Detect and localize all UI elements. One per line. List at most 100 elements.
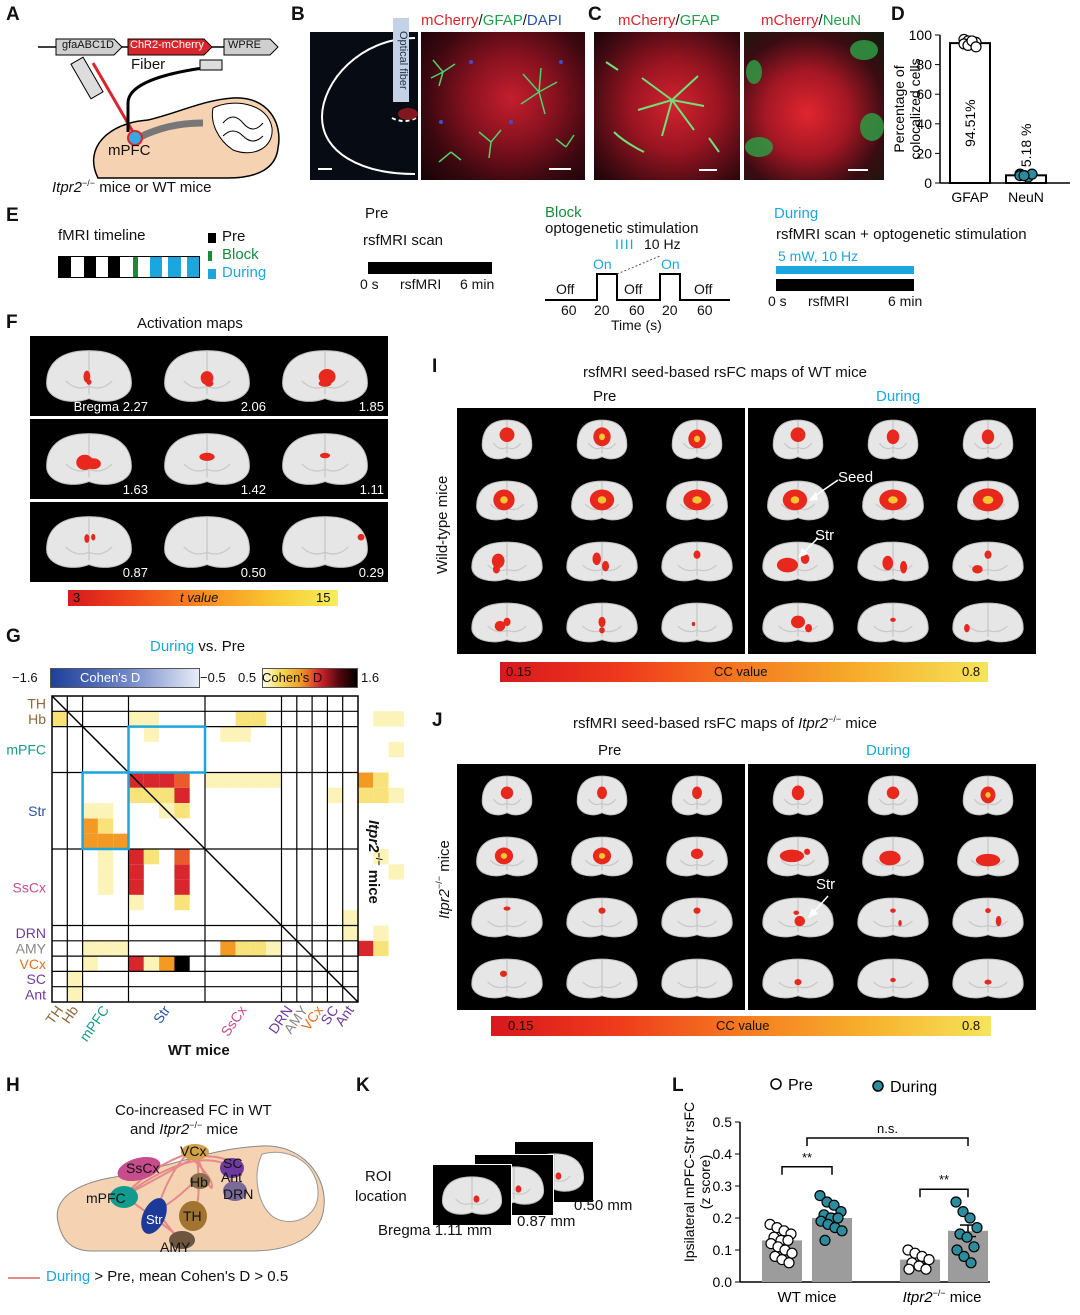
rsfc-slice <box>944 766 1032 824</box>
matrix-row-label: Hb <box>28 711 46 727</box>
coronal-section <box>471 541 543 582</box>
matrix-cell <box>143 849 160 865</box>
legend-block-swatch <box>208 251 212 261</box>
panel-c-left-title: mCherry/GFAP <box>618 12 720 29</box>
bregma-label: 0.50 <box>240 565 266 580</box>
x-tick-label-ko: Itpr2−/− mice <box>903 1288 982 1306</box>
panel-i-pre: Pre <box>593 388 617 405</box>
coronal-section <box>671 775 723 816</box>
matrix-cell <box>143 726 160 742</box>
block-time-axis: Time (s) <box>611 317 662 333</box>
coronal-section <box>952 897 1024 938</box>
matrix-cell <box>82 803 98 819</box>
block-title: Block <box>545 204 582 221</box>
ko-during-rsfc-grid <box>748 764 1036 1010</box>
data-point <box>783 1257 795 1269</box>
rsfc-slice <box>849 410 937 468</box>
coronal-section <box>282 350 368 402</box>
rsfc-slice <box>849 949 937 1007</box>
neg-cbar-label: Cohen's D <box>80 670 141 685</box>
fiber-label: Fiber <box>131 56 166 73</box>
coronal-section <box>762 897 834 938</box>
panel-h-title-1: Co-increased FC in WT <box>115 1102 272 1119</box>
rsfc-slice <box>944 827 1032 885</box>
legend-pre-label: Pre <box>788 1077 813 1094</box>
data-point <box>968 1241 980 1253</box>
matrix-cell <box>67 986 83 1002</box>
data-point <box>957 1206 969 1218</box>
rsfc-slice <box>558 888 646 946</box>
rsfc-slice <box>754 532 842 590</box>
rsfc-slice <box>558 766 646 824</box>
coronal-section <box>962 419 1014 460</box>
h-region-vcx: VCx <box>180 1143 207 1159</box>
optical-fiber-label: Optical fiber <box>393 18 409 102</box>
rsfc-slice <box>944 410 1032 468</box>
rsfc-slice <box>463 888 551 946</box>
matrix-row-label: mPFC <box>6 742 46 758</box>
t-value-colorbar <box>68 590 338 606</box>
rsfc-slice <box>754 410 842 468</box>
x-tick-label: GFAP <box>951 189 988 205</box>
rsfc-slice <box>849 471 937 529</box>
matrix-cell <box>82 818 98 834</box>
y-tick-label: 0.2 <box>713 1210 733 1226</box>
matrix-cell <box>358 940 374 957</box>
gfap-micrograph <box>594 32 740 180</box>
coronal-section <box>857 958 929 999</box>
block-state-2: On <box>593 256 612 272</box>
rsfc-slice <box>944 532 1032 590</box>
matrix-cell <box>373 925 389 941</box>
block-duration-2: 20 <box>594 302 610 318</box>
annotation-arrow-ko <box>808 895 829 918</box>
matrix-cell <box>143 956 160 972</box>
panel-a: gfaABC1D ChR2-mCherry WPRE Fiber mPFC It… <box>28 28 288 204</box>
pre-scan-bar <box>368 262 492 274</box>
cc-cbar-j-min: 0.15 <box>508 1018 534 1033</box>
coronal-section <box>282 433 368 485</box>
activation-slice <box>272 338 378 419</box>
rsfc-slice <box>653 888 741 946</box>
panel-c-right-title: mCherry/NeuN <box>761 12 862 29</box>
roi-label-1: ROI <box>365 1168 392 1185</box>
pre-title: Pre <box>365 205 389 222</box>
coronal-section <box>476 836 538 877</box>
str-annotation-ko: Str <box>816 876 836 893</box>
coronal-section <box>661 958 733 999</box>
bregma-label: 2.06 <box>240 399 266 414</box>
bregma-label: 1.63 <box>122 482 148 497</box>
coronal-section <box>857 541 929 582</box>
data-point <box>782 1234 794 1246</box>
x-tick-label-wt: WT mice <box>778 1289 837 1306</box>
rsfc-slice <box>653 949 741 1007</box>
matrix-cell <box>220 940 236 957</box>
activation-slice <box>36 421 142 502</box>
matrix-cell <box>128 879 144 895</box>
rsfc-slice <box>754 766 842 824</box>
rsfc-slice <box>463 471 551 529</box>
panel-label-e: E <box>6 205 19 226</box>
panel-h-title-2: and Itpr2−/− mice <box>130 1120 239 1138</box>
data-point <box>958 1250 970 1262</box>
annotation-arrows-wt <box>798 479 839 558</box>
rsfc-slice <box>754 949 842 1007</box>
coronal-section <box>481 419 533 460</box>
matrix-cell <box>52 711 68 727</box>
coronal-section <box>566 602 638 643</box>
cc-cbar-j-label: CC value <box>716 1018 770 1033</box>
panel-label-i: I <box>432 356 438 377</box>
coronal-section <box>762 958 834 999</box>
pre-subtitle: rsfMRI scan <box>363 232 444 249</box>
rsfc-slice <box>558 827 646 885</box>
block-state-1: Off <box>556 281 575 297</box>
coronal-section <box>867 775 919 816</box>
ko-pre-rsfc-grid <box>457 764 745 1010</box>
matrix-cell <box>358 772 374 788</box>
rsfc-slice <box>558 532 646 590</box>
data-point <box>950 1196 962 1208</box>
matrix-cell <box>174 803 190 819</box>
data-point <box>832 1212 844 1224</box>
rsfc-slice <box>754 888 842 946</box>
